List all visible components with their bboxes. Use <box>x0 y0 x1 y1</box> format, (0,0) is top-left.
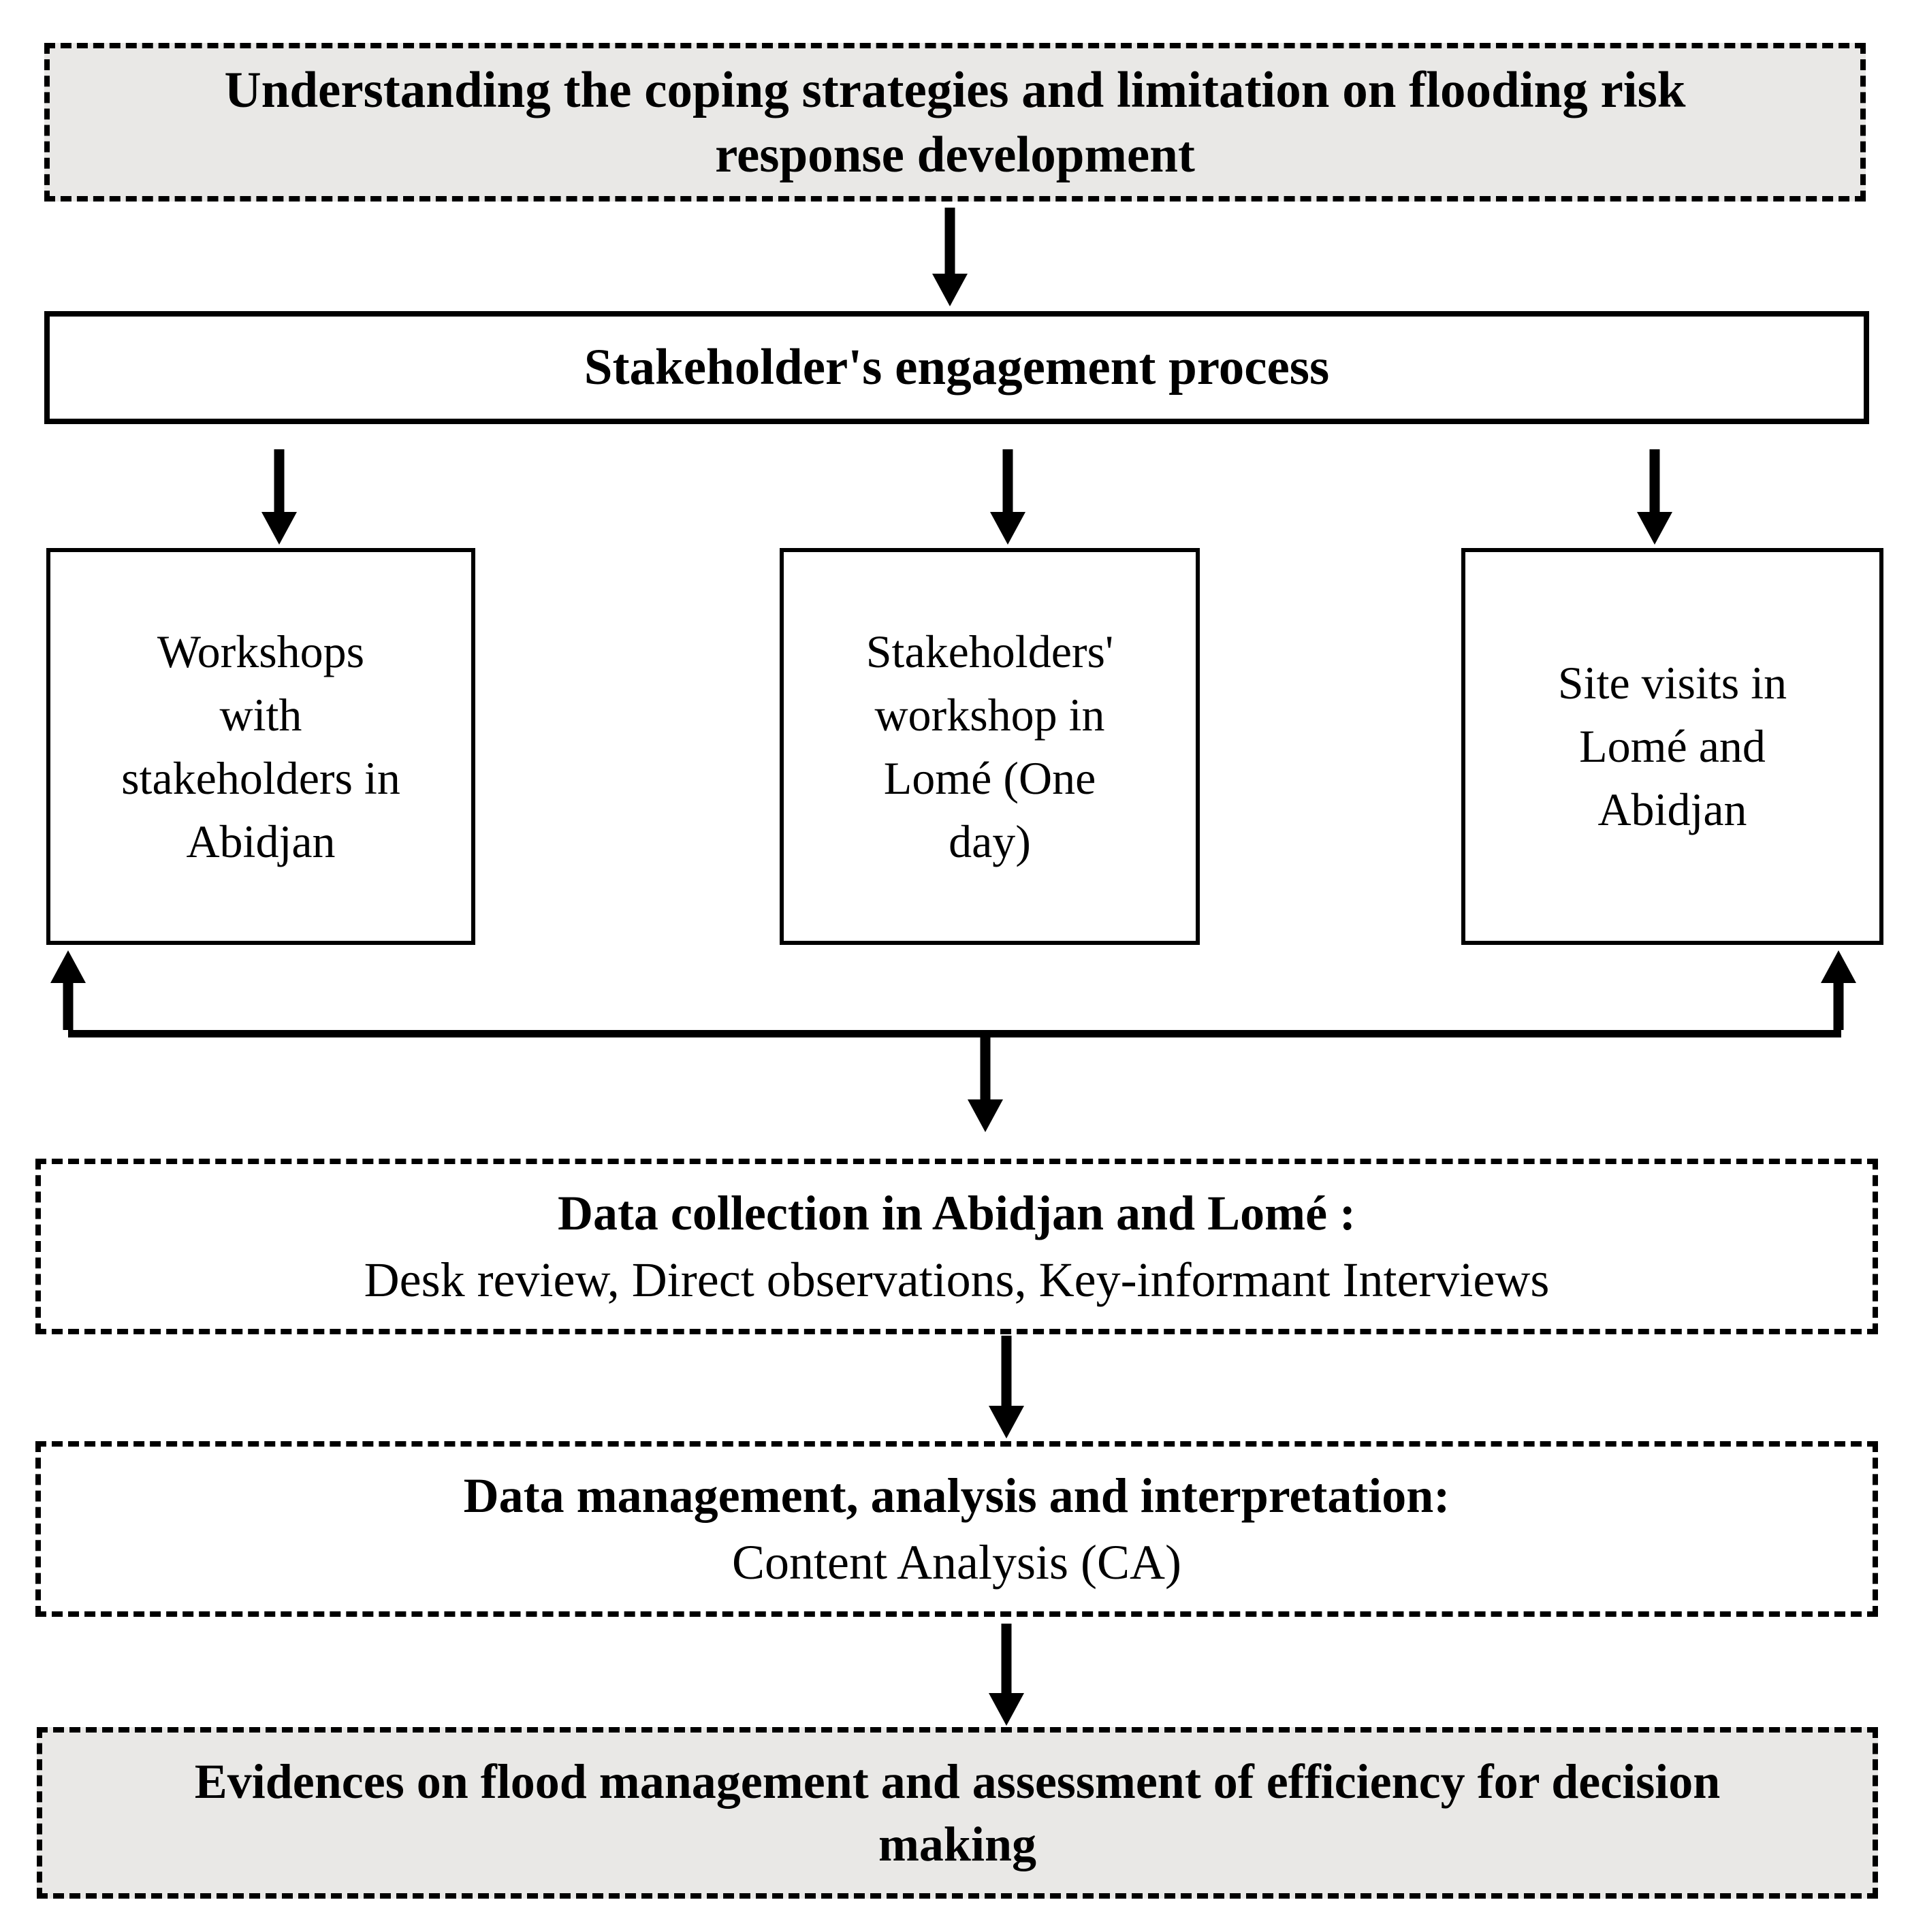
arrow-shaft <box>63 980 74 1030</box>
flowchart-box-understanding: Understanding the coping strategies and … <box>44 43 1866 202</box>
connector-arrow-understanding-to-engagement <box>932 208 968 306</box>
arrow-head-down-icon <box>990 512 1025 545</box>
data-management-title: Data management, analysis and interpreta… <box>463 1468 1450 1523</box>
data-collection-title: Data collection in Abidjan and Lomé : <box>557 1186 1356 1240</box>
connector-bracket-line <box>68 1030 1841 1037</box>
arrow-shaft <box>1002 449 1013 515</box>
connector-arrow-bracket-to-site-visits <box>1821 950 1856 1030</box>
arrow-head-up-icon <box>50 950 86 983</box>
flowchart-box-data-collection: Data collection in Abidjan and Lomé : De… <box>35 1159 1878 1334</box>
arrow-shaft <box>274 449 285 515</box>
flowchart-box-site-visits: Site visits in Lomé and Abidjan <box>1461 548 1883 945</box>
workshops-abidjan-label: Workshops with stakeholders in Abidjan <box>121 625 400 867</box>
arrow-shaft <box>1649 449 1660 515</box>
arrow-head-down-icon <box>989 1406 1024 1438</box>
arrow-shaft <box>1001 1624 1012 1696</box>
flowchart-box-data-management: Data management, analysis and interpreta… <box>35 1441 1878 1617</box>
arrow-shaft <box>980 1037 991 1102</box>
arrow-head-down-icon <box>989 1693 1024 1726</box>
connector-arrow-engagement-to-site-visits <box>1637 449 1672 545</box>
arrow-head-down-icon <box>968 1099 1003 1132</box>
arrow-head-down-icon <box>261 512 297 545</box>
site-visits-label: Site visits in Lomé and Abidjan <box>1557 657 1787 835</box>
connector-arrow-collection-to-management <box>989 1336 1024 1438</box>
connector-arrow-management-to-evidence <box>989 1624 1024 1726</box>
data-collection-detail: Desk review, Direct observations, Key-in… <box>364 1253 1550 1307</box>
arrow-shaft <box>1001 1336 1012 1408</box>
arrow-shaft <box>1833 980 1844 1030</box>
arrow-head-down-icon <box>932 274 968 306</box>
flowchart-box-engagement-process: Stakeholder's engagement process <box>44 311 1869 424</box>
connector-arrow-engagement-to-workshop-lome <box>990 449 1025 545</box>
connector-arrow-engagement-to-workshops-abidjan <box>261 449 297 545</box>
evidence-label: Evidences on flood management and assess… <box>194 1754 1721 1871</box>
arrow-shaft <box>944 208 955 276</box>
connector-arrow-bracket-to-workshops-abidjan <box>50 950 86 1030</box>
flowchart-box-evidence-decision-making: Evidences on flood management and assess… <box>37 1727 1878 1899</box>
understanding-label: Understanding the coping strategies and … <box>224 61 1686 183</box>
arrow-head-down-icon <box>1637 512 1672 545</box>
flowchart-box-workshops-abidjan: Workshops with stakeholders in Abidjan <box>46 548 475 945</box>
data-management-detail: Content Analysis (CA) <box>732 1535 1181 1590</box>
engagement-label: Stakeholder's engagement process <box>584 339 1330 396</box>
flowchart-box-stakeholders-workshop-lome: Stakeholders' workshop in Lomé (One day) <box>780 548 1200 945</box>
arrow-head-up-icon <box>1821 950 1856 983</box>
workshop-lome-label: Stakeholders' workshop in Lomé (One day) <box>865 625 1114 867</box>
connector-arrow-bracket-to-data-collection <box>968 1037 1003 1132</box>
